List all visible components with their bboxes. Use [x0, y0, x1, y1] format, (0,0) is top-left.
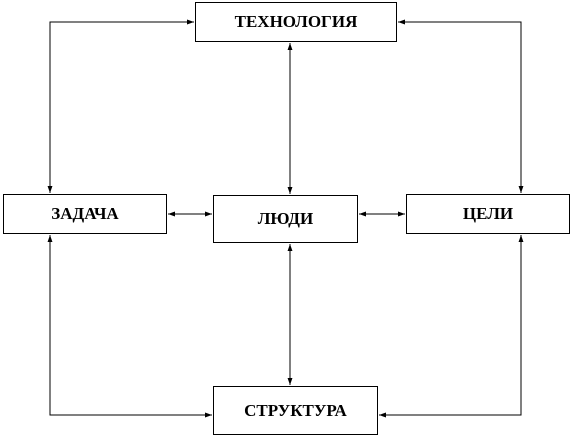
arrow-technology-task	[47, 19, 194, 193]
node-people: ЛЮДИ	[213, 195, 358, 243]
arrow-task-structure	[47, 235, 212, 418]
node-task-label: ЗАДАЧА	[51, 204, 119, 223]
node-technology-label: ТЕХНОЛОГИЯ	[234, 12, 358, 31]
node-goals-label: ЦЕЛИ	[462, 204, 514, 223]
node-structure-label: СТРУКТУРА	[244, 400, 347, 420]
node-technology: ТЕХНОЛОГИЯ	[195, 2, 397, 42]
arrow-technology-goals	[398, 19, 524, 193]
arrow-goals-structure	[379, 235, 524, 418]
node-task: ЗАДАЧА	[3, 194, 167, 234]
node-structure: СТРУКТУРА	[213, 386, 378, 435]
node-people-label: ЛЮДИ	[257, 209, 314, 228]
node-goals: ЦЕЛИ	[406, 194, 570, 234]
